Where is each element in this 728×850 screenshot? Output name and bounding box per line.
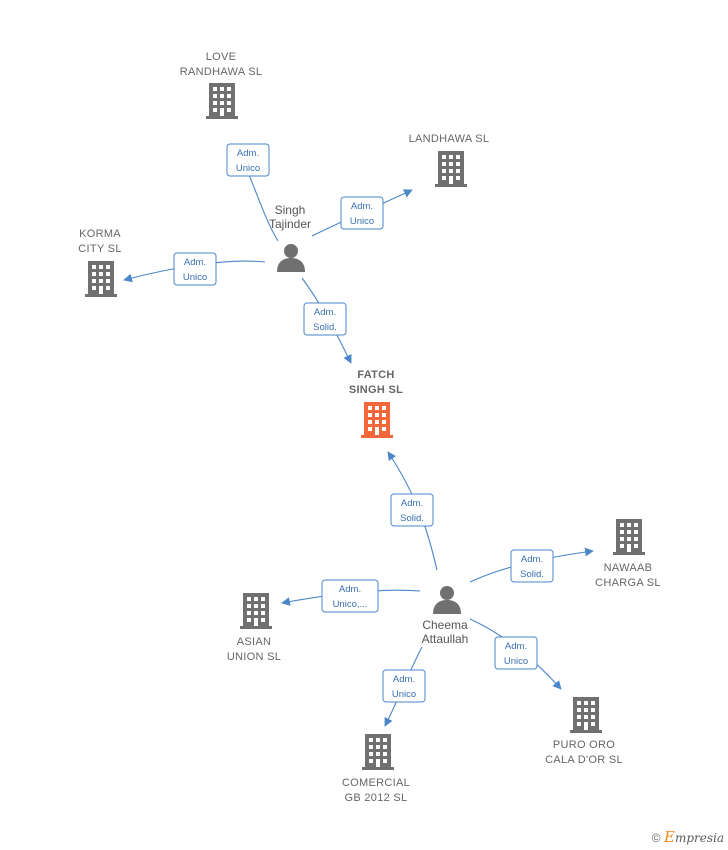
building-icon [613, 519, 645, 555]
copyright-symbol: © [651, 831, 661, 845]
person-icon [433, 586, 461, 614]
relation-role-text: Unico,... [333, 599, 368, 610]
relation-role-text: Unico [392, 689, 416, 700]
relation-badge-box [226, 143, 270, 177]
relation-badge-singh-love[interactable]: Adm. Unico [226, 143, 270, 177]
relation-role-text: Unico [236, 163, 260, 174]
building-icon [85, 261, 117, 297]
relation-badge-box [321, 579, 379, 613]
person-name-label: Attaullah [422, 632, 469, 646]
company-name-label: SINGH SL [349, 384, 403, 396]
company-name-label: CITY SL [78, 243, 121, 255]
company-node-landhawa[interactable]: LANDHAWA SL [409, 133, 490, 187]
company-name-label: LOVE [206, 51, 237, 63]
relation-role-text: Adm. [314, 307, 336, 318]
relation-badge-cheema-comercial[interactable]: Adm. Unico [382, 669, 426, 703]
relation-role-text: Unico [183, 272, 207, 283]
building-icon [240, 593, 272, 629]
brand-footer: © Empresia [652, 828, 724, 846]
building-icon [570, 697, 602, 733]
relation-badge-cheema-puro[interactable]: Adm. Unico [494, 636, 538, 670]
relation-role-text: Adm. [237, 148, 259, 159]
company-node-comercial[interactable]: COMERCIAL GB 2012 SL [342, 734, 410, 804]
company-name-label: GB 2012 SL [345, 792, 408, 804]
relation-role-text: Adm. [521, 554, 543, 565]
company-name-label: CALA D'OR SL [545, 754, 623, 766]
company-name-label: KORMA [79, 228, 121, 240]
relation-badge-box [173, 252, 217, 286]
person-name-label: Cheema [422, 618, 468, 632]
relation-badge-cheema-asian[interactable]: Adm. Unico,... [321, 579, 379, 613]
company-name-label: UNION SL [227, 651, 281, 663]
company-name-label: CHARGA SL [595, 577, 661, 589]
relation-role-text: Solid. [313, 322, 337, 333]
relation-role-text: Adm. [184, 257, 206, 268]
brand-logo-initial: E [663, 828, 675, 846]
relation-badge-box [382, 669, 426, 703]
relation-badge-cheema-nawaab[interactable]: Adm. Solid. [510, 549, 554, 583]
relation-badge-box [340, 196, 384, 230]
relation-role-text: Unico [350, 216, 374, 227]
person-name-label: Singh [275, 203, 306, 217]
company-node-asian[interactable]: ASIAN UNION SL [227, 593, 281, 663]
company-name-label: RANDHAWA SL [180, 66, 263, 78]
company-name-label: PURO ORO [553, 739, 615, 751]
relation-role-text: Unico [504, 656, 528, 667]
relation-role-text: Solid. [400, 513, 424, 524]
relation-badge-singh-landhawa[interactable]: Adm. Unico [340, 196, 384, 230]
company-node-love[interactable]: LOVE RANDHAWA SL [180, 51, 263, 119]
relation-badge-box [494, 636, 538, 670]
relation-role-text: Adm. [505, 641, 527, 652]
company-node-fatch[interactable]: FATCH SINGH SL [349, 369, 403, 438]
relation-badge-box [390, 493, 434, 527]
company-name-label: FATCH [357, 369, 394, 381]
brand-logo-text: mpresia [674, 831, 724, 845]
company-node-nawaab[interactable]: NAWAAB CHARGA SL [595, 519, 661, 589]
person-icon [277, 244, 305, 272]
relation-role-text: Adm. [351, 201, 373, 212]
relation-badge-cheema-fatch[interactable]: Adm. Solid. [390, 493, 434, 527]
company-name-label: NAWAAB [604, 562, 653, 574]
relation-role-text: Adm. [393, 674, 415, 685]
building-icon [206, 83, 238, 119]
relation-badge-singh-fatch[interactable]: Adm. Solid. [303, 302, 347, 336]
relation-role-text: Solid. [520, 569, 544, 580]
relation-badge-box [303, 302, 347, 336]
relation-role-text: Adm. [339, 584, 361, 595]
company-name-label: ASIAN [237, 636, 272, 648]
building-icon [435, 151, 467, 187]
person-name-label: Tajinder [269, 217, 311, 231]
company-node-korma[interactable]: KORMA CITY SL [78, 228, 121, 297]
relation-badge-singh-korma[interactable]: Adm. Unico [173, 252, 217, 286]
company-name-label: LANDHAWA SL [409, 133, 490, 145]
company-node-puro[interactable]: PURO ORO CALA D'OR SL [545, 697, 623, 766]
relation-role-text: Adm. [401, 498, 423, 509]
relation-badge-box [510, 549, 554, 583]
building-icon [361, 402, 393, 438]
company-name-label: COMERCIAL [342, 777, 410, 789]
building-icon [362, 734, 394, 770]
